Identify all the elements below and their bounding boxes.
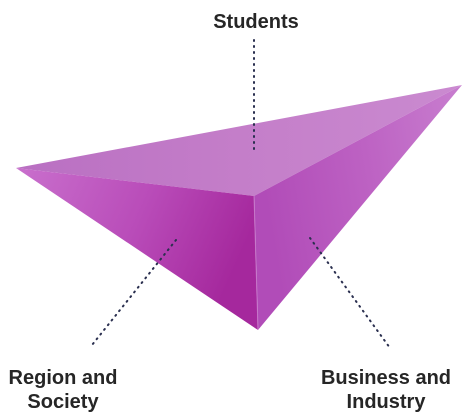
leader-line-business: [309, 237, 391, 349]
region-society-label: Region and Society: [0, 366, 126, 414]
region-label-line2: Society: [27, 391, 99, 413]
business-label-line1: Business and: [320, 367, 452, 389]
business-industry-label: Business and Industry: [311, 366, 461, 414]
region-label-line1: Region and: [8, 367, 118, 389]
front-edge: [253, 195, 259, 331]
top-face: [16, 85, 462, 196]
students-label-text: Students: [213, 11, 299, 33]
leader-line-region: [91, 239, 177, 346]
right-face: [254, 85, 462, 330]
business-label-line2: Industry: [346, 391, 426, 413]
left-face: [16, 168, 258, 330]
students-label: Students: [181, 10, 331, 34]
